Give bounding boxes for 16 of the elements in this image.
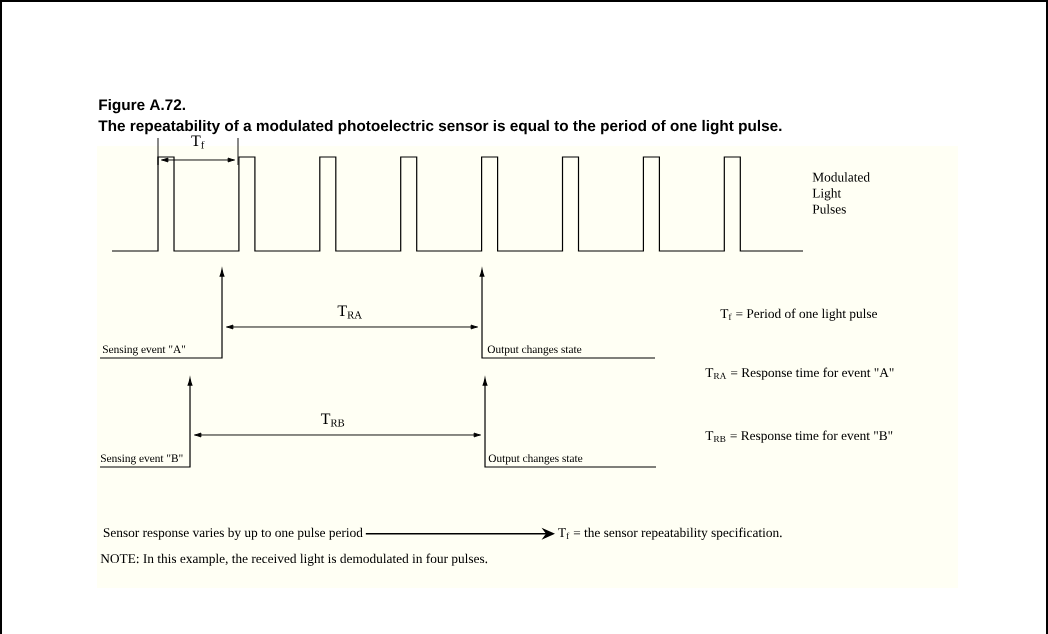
- label: Output changes state: [487, 345, 582, 356]
- label: T$_{RB}$: [320, 413, 345, 427]
- label: T$_{f}$: [191, 135, 205, 149]
- label: T$_{RB}$ = Response time for event "B": [705, 430, 893, 443]
- label: T$_{RA}$ = Response time for event "A": [705, 367, 894, 380]
- figure-number: Figure A.72.: [99, 98, 185, 114]
- caption: The repeatability of a modulated photoelectric sensor is equal to the period of one light pulse.: [98, 119, 782, 135]
- label: Sensing event "B": [101, 454, 183, 465]
- label: T$_{RA}$: [337, 305, 362, 319]
- label: Modulated Light Pulses: [812, 172, 870, 214]
- label: Output changes state: [488, 454, 583, 465]
- statement: T$_{f}$ = the sensor repeatability specification.: [558, 527, 782, 540]
- label: NOTE: In this example, the received light is demodulated in four pulses.: [100, 553, 488, 566]
- statement: Sensor response varies by up to one pulse period: [103, 527, 363, 540]
- label: Sensing event "A": [103, 345, 186, 356]
- label: T$_{f}$ = Period of one light pulse: [720, 308, 877, 321]
